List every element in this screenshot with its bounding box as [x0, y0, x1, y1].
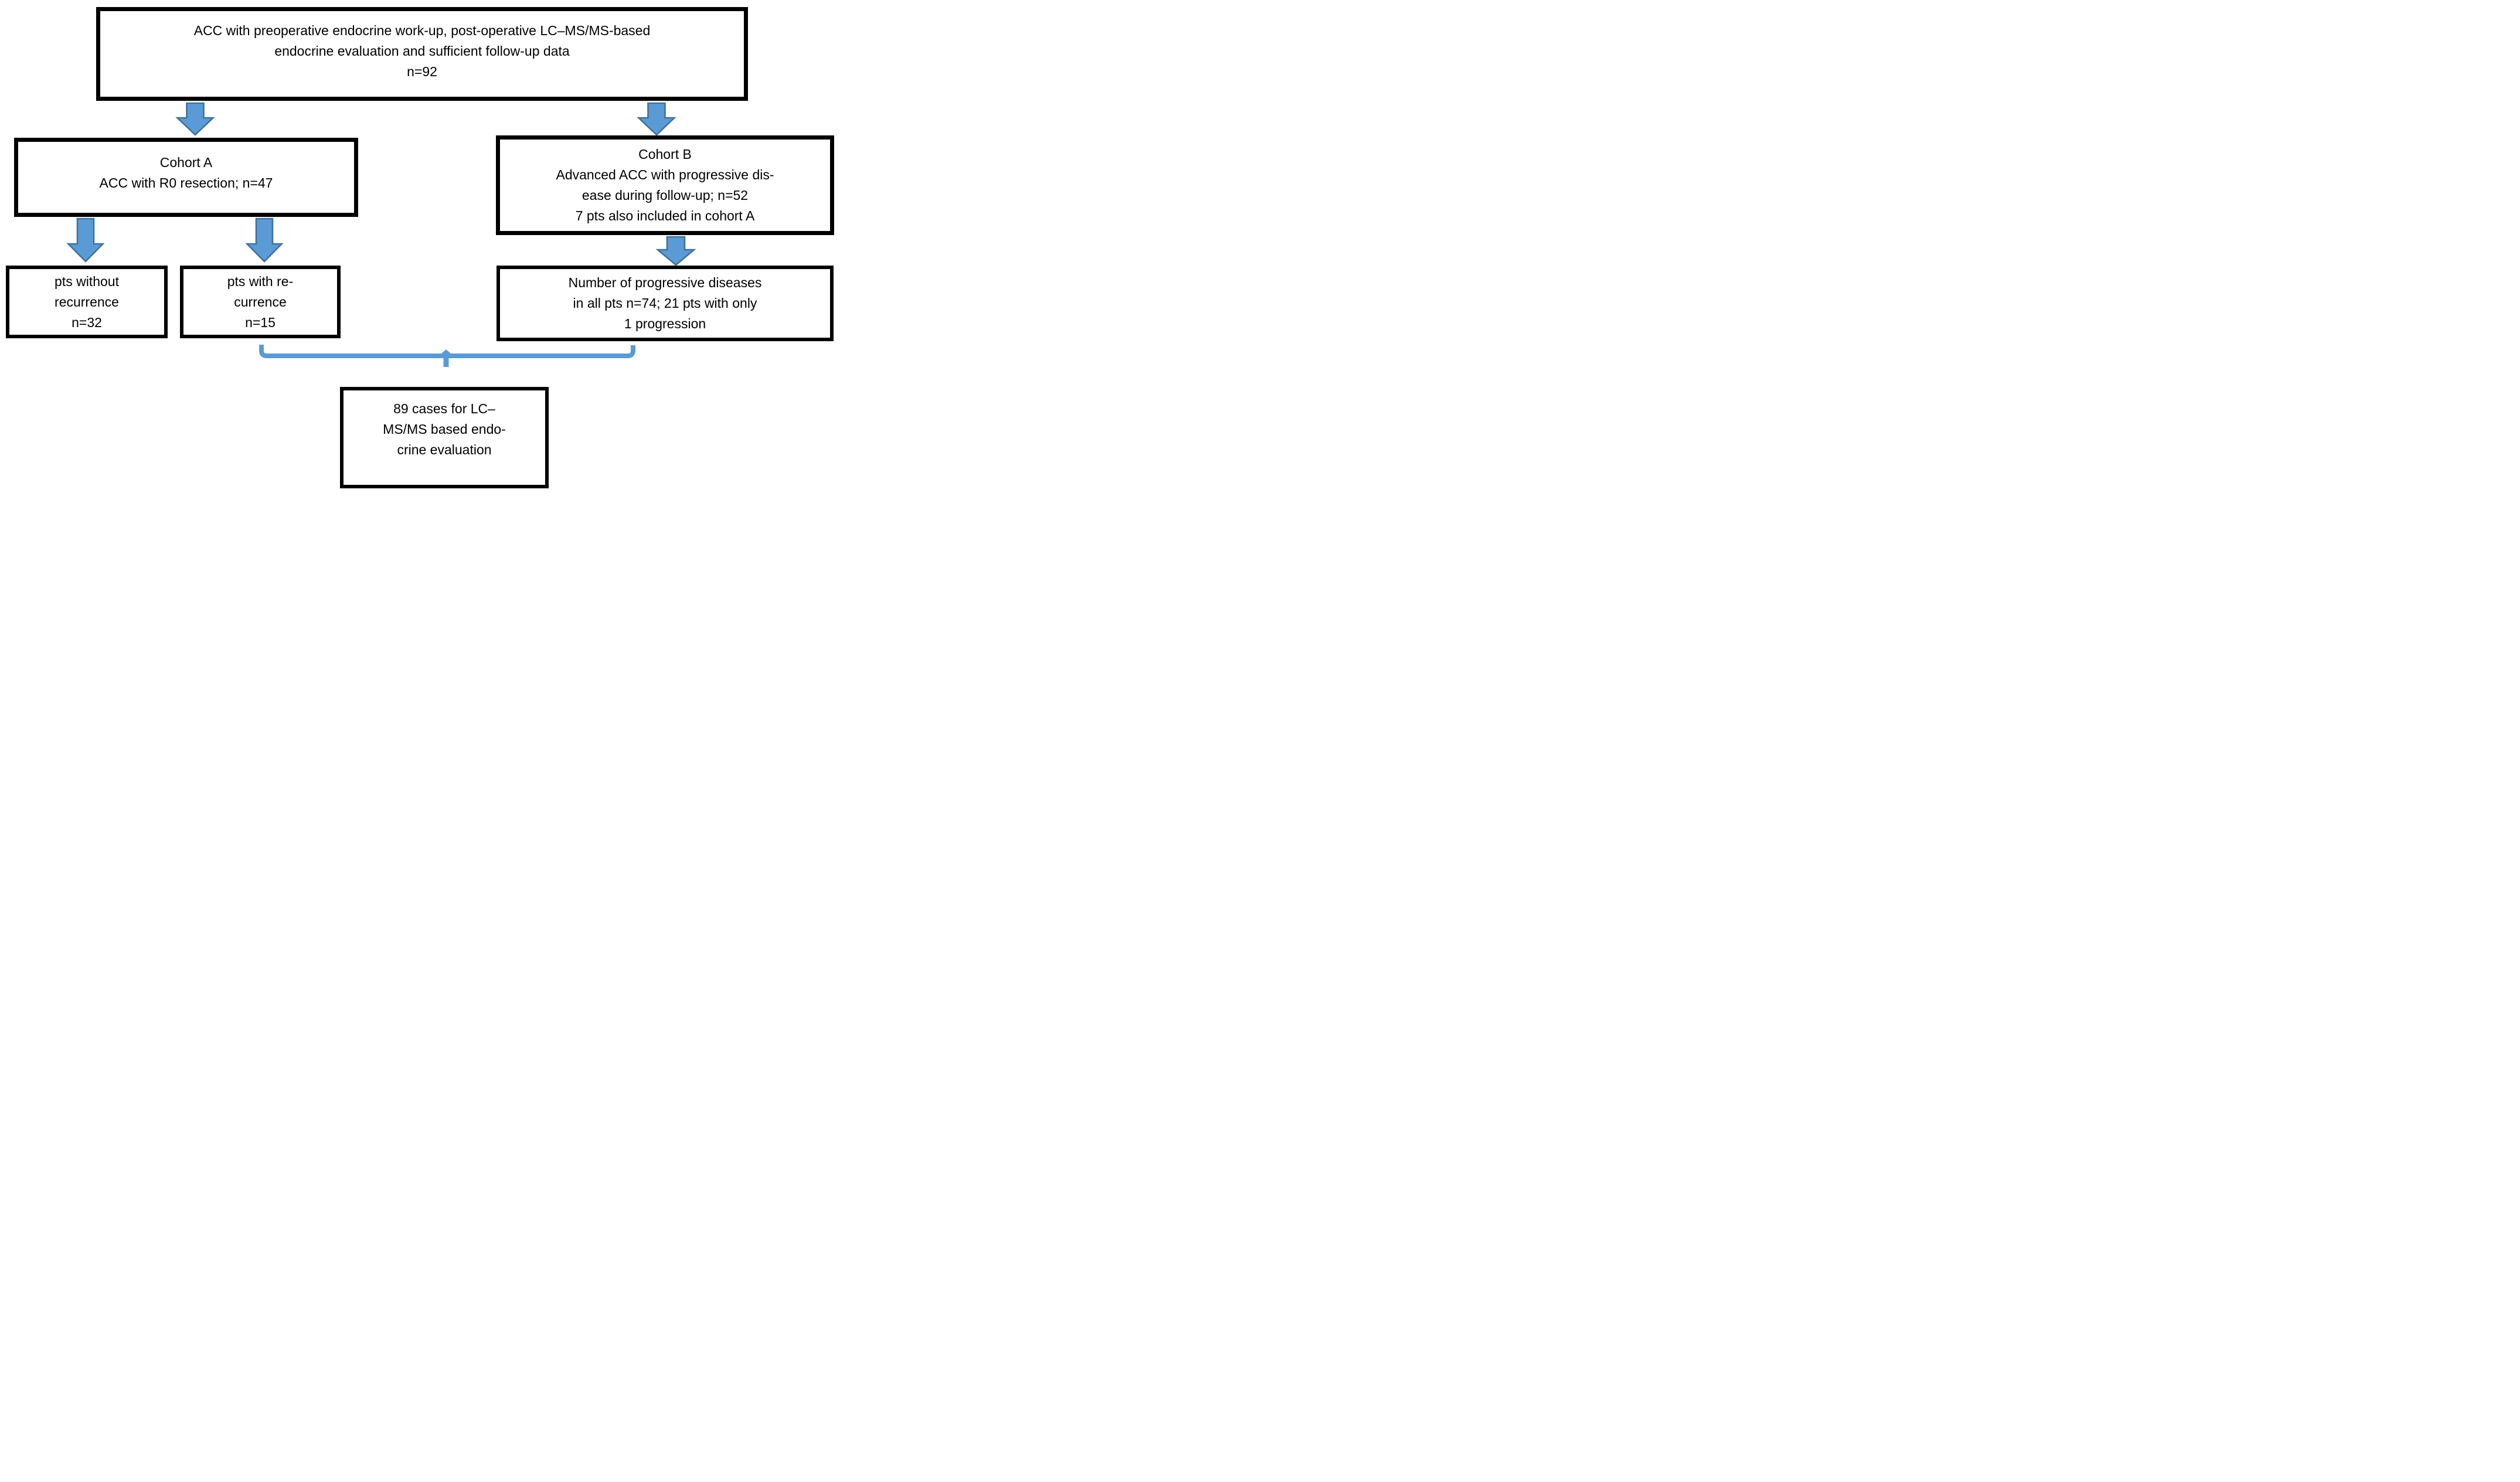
box-inclusion-criteria: ACC with preoperative endocrine work-up,… — [96, 7, 748, 101]
text-line: n=32 — [72, 314, 102, 330]
box-pts-without-recurrence: pts without recurrence n=32 — [6, 266, 168, 338]
text-line: ease during follow-up; n=52 — [581, 188, 749, 203]
text-line: 1 progression — [624, 316, 706, 331]
text-line: crine evaluation — [397, 442, 492, 457]
box-progressive-diseases: Number of progressive diseases in all pt… — [496, 266, 834, 341]
flowchart-figure: ACC with preoperative endocrine work-up,… — [0, 0, 840, 494]
box-final-cases: 89 cases for LC– MS/MS based endo- crine… — [340, 387, 549, 488]
arrow-cohort-a-to-with-recurrence-icon — [245, 217, 284, 263]
text-line: in all pts n=74; 21 pts with only — [573, 295, 757, 311]
box-cohort-b: Cohort B Advanced ACC with progressive d… — [496, 135, 834, 235]
text-line: 7 pts also included in cohort A — [575, 208, 755, 223]
text-line: MS/MS based endo- — [383, 422, 506, 437]
text-line: recurrence — [55, 294, 119, 310]
text-line: endocrine evaluation and sufficient foll… — [274, 43, 570, 59]
text-line: ACC with R0 resection; n=47 — [99, 175, 273, 191]
text-line: 89 cases for LC– — [393, 401, 495, 416]
arrow-inclusion-to-cohort-b-icon — [637, 102, 676, 136]
arrow-inclusion-to-cohort-a-icon — [175, 102, 215, 136]
connector-layer — [66, 102, 696, 367]
arrow-cohort-b-to-progressive-icon — [655, 236, 696, 266]
text-line: ACC with preoperative endocrine work-up,… — [193, 22, 651, 38]
text-line: pts with re- — [227, 273, 294, 289]
arrow-cohort-a-to-without-recurrence-icon — [66, 217, 105, 263]
merge-brace-peak-icon — [441, 349, 451, 353]
text-line: Cohort A — [159, 154, 213, 170]
text-line: Advanced ACC with progressive dis- — [556, 167, 774, 182]
text-line: Cohort B — [638, 147, 692, 162]
text-line: n=15 — [245, 314, 276, 330]
box-pts-with-recurrence: pts with re- currence n=15 — [180, 266, 341, 338]
text-line: pts without — [55, 273, 119, 289]
text-line: Number of progressive diseases — [568, 275, 762, 290]
text-line: n=92 — [407, 63, 437, 79]
text-line: currence — [234, 294, 287, 310]
box-cohort-a: Cohort A ACC with R0 resection; n=47 — [14, 138, 358, 217]
